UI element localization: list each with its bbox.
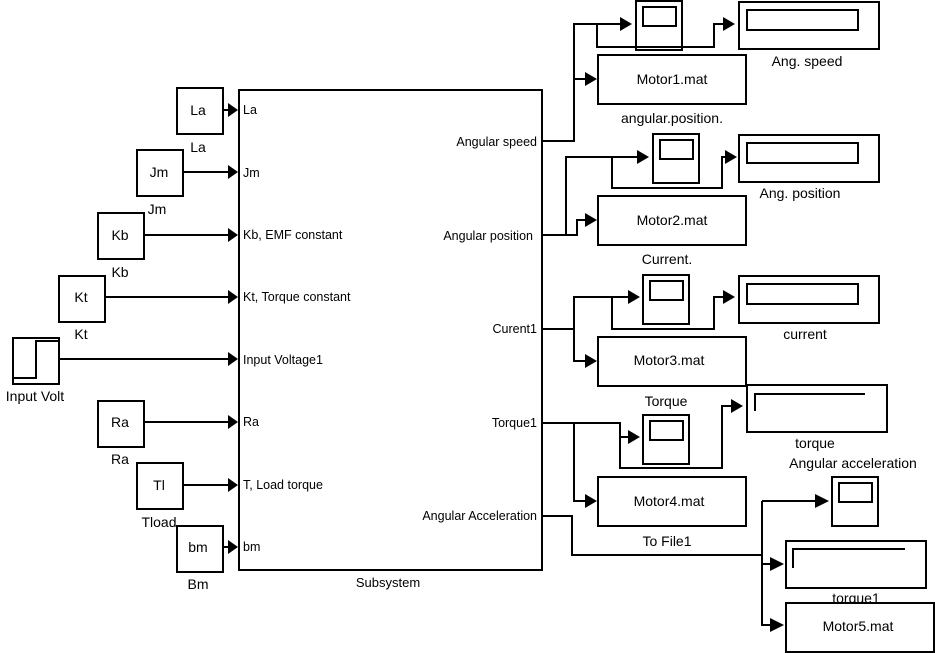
- scope-icon: [659, 139, 694, 160]
- inport-label: Input Voltage1: [243, 353, 323, 367]
- inport-label: bm: [243, 540, 260, 554]
- display-label: Ang. speed: [772, 53, 843, 69]
- constant-value: bm: [188, 539, 207, 555]
- outport-label: Angular speed: [456, 135, 537, 149]
- constant-value: Jm: [150, 164, 169, 180]
- to-file-label: Torque: [645, 393, 688, 409]
- to-file-label: Current.: [642, 251, 693, 267]
- display-label: current: [783, 326, 827, 342]
- inport-label: Jm: [243, 166, 260, 180]
- constant-value: La: [190, 102, 206, 118]
- constant-label: Ra: [111, 451, 129, 467]
- scope-icon: [649, 280, 684, 301]
- constant-label: Kb: [111, 264, 128, 280]
- display-block-ang-speed[interactable]: Ang. speed: [738, 1, 880, 69]
- scope-label: Angular acceleration: [789, 455, 917, 471]
- display-block-current[interactable]: current: [738, 275, 880, 342]
- xy-graph-block-torque[interactable]: torque: [746, 384, 888, 451]
- output-wires: [542, 17, 829, 632]
- display-readout: [746, 9, 859, 31]
- to-file-filename: Motor2.mat: [637, 212, 708, 228]
- display-block-ang-position[interactable]: Ang. position: [738, 134, 880, 201]
- constant-value: Kb: [111, 227, 128, 243]
- subsystem-label: Subsystem: [356, 575, 420, 590]
- to-file-block-5[interactable]: Motor5.mat: [785, 602, 935, 653]
- display-readout: [746, 283, 859, 305]
- outport-label: Angular position: [443, 229, 533, 243]
- display-label: Ang. position: [760, 185, 841, 201]
- axes-icon: [792, 548, 905, 568]
- scope-block-1[interactable]: [635, 0, 683, 51]
- inport-label: T, Load torque: [243, 478, 323, 492]
- scope-icon: [838, 482, 873, 503]
- constant-value: Ra: [111, 414, 129, 430]
- to-file-block-2[interactable]: Motor2.mat Current.: [597, 195, 747, 267]
- constant-block-tload[interactable]: Tl Tload: [136, 462, 184, 530]
- constant-block-jm[interactable]: Jm Jm: [136, 149, 184, 217]
- constant-label: Jm: [148, 201, 167, 217]
- display-label: torque: [795, 435, 835, 451]
- constant-label: Kt: [74, 326, 87, 342]
- to-file-filename: Motor4.mat: [634, 493, 705, 509]
- xy-graph-block-torque1[interactable]: torque1: [785, 540, 927, 606]
- subsystem-outport-labels: Angular speed Angular position Curent1 T…: [422, 135, 537, 523]
- scope-block-4[interactable]: [642, 414, 690, 465]
- subsystem-block[interactable]: Subsystem: [238, 89, 543, 590]
- step-source-label: Input Volt: [6, 388, 64, 404]
- to-file-block-1[interactable]: Motor1.mat angular.position.: [597, 54, 747, 126]
- to-file-filename: Motor5.mat: [823, 618, 894, 634]
- inport-label: La: [243, 103, 257, 117]
- constant-label: Tload: [141, 514, 176, 530]
- scope-block-5[interactable]: Angular acceleration: [789, 455, 917, 527]
- constant-block-kb[interactable]: Kb Kb: [97, 212, 145, 280]
- outport-label: Angular Acceleration: [422, 509, 537, 523]
- scope-icon: [642, 6, 677, 27]
- outport-label: Torque1: [492, 416, 537, 430]
- constant-label: Bm: [188, 576, 209, 592]
- step-source-block[interactable]: Input Volt: [6, 337, 64, 404]
- scope-block-3[interactable]: [642, 274, 690, 325]
- subsystem-inport-labels: La Jm Kb, EMF constant Kt, Torque consta…: [243, 103, 351, 554]
- constant-value: Tl: [153, 477, 165, 493]
- constant-block-ra[interactable]: Ra Ra: [97, 400, 145, 467]
- constant-block-la[interactable]: La La: [176, 87, 224, 155]
- scope-icon: [649, 420, 684, 441]
- to-file-filename: Motor3.mat: [634, 352, 705, 368]
- to-file-filename: Motor1.mat: [637, 71, 708, 87]
- axes-icon: [754, 393, 865, 411]
- constant-label: La: [190, 139, 206, 155]
- constant-block-bm[interactable]: bm Bm: [176, 525, 224, 592]
- outport-label: Curent1: [493, 322, 538, 336]
- display-readout: [746, 142, 859, 164]
- inport-label: Kt, Torque constant: [243, 290, 351, 304]
- to-file-block-4[interactable]: Motor4.mat To File1: [597, 476, 747, 549]
- scope-block-2[interactable]: [652, 133, 700, 184]
- constant-value: Kt: [74, 289, 87, 305]
- step-icon: [12, 340, 58, 379]
- constant-block-kt[interactable]: Kt Kt: [58, 275, 106, 342]
- to-file-label: To File1: [642, 533, 691, 549]
- to-file-label: angular.position.: [621, 110, 723, 126]
- input-wires: [59, 103, 238, 554]
- to-file-block-3[interactable]: Motor3.mat Torque: [597, 336, 747, 409]
- inport-label: Kb, EMF constant: [243, 228, 343, 242]
- inport-label: Ra: [243, 415, 259, 429]
